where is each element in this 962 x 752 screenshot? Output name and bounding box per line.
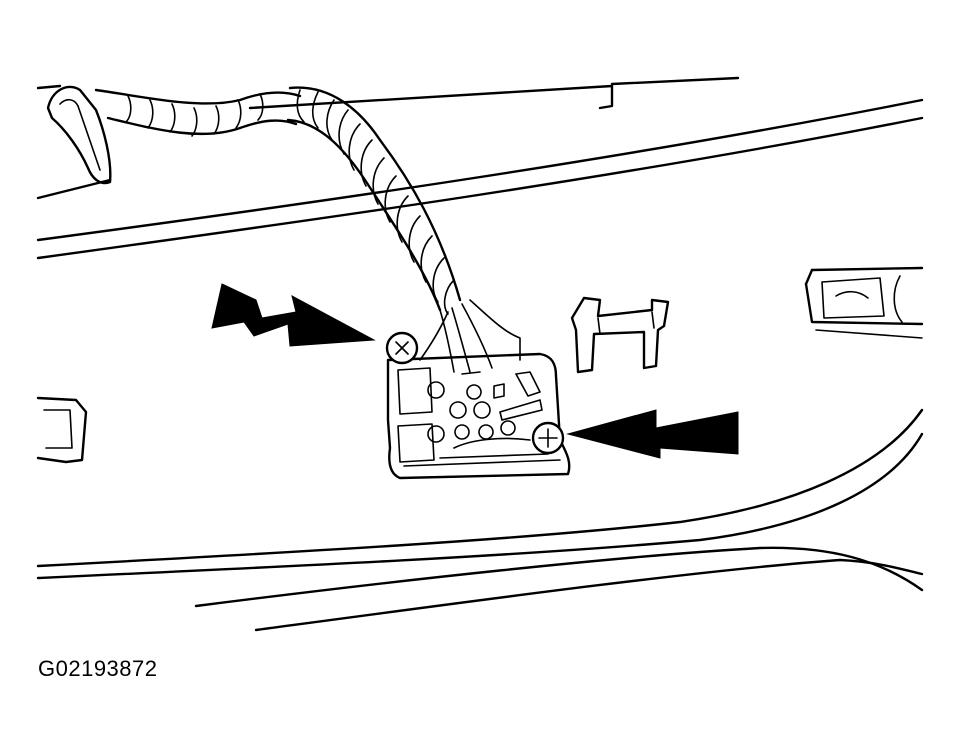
arrow-icon — [211, 283, 376, 347]
wiring-harness — [94, 86, 521, 373]
figure-code: G02193872 — [38, 656, 158, 681]
arrow-icon — [566, 409, 739, 459]
upper-screw-icon — [385, 331, 419, 365]
right-trim-clip — [804, 266, 924, 339]
electrical-connector — [386, 352, 571, 480]
retaining-clip — [570, 296, 670, 374]
upper-trim-edge — [36, 76, 924, 260]
left-trim-clip — [36, 396, 88, 464]
lower-trim-edge — [36, 408, 924, 632]
upper-left-bracket — [46, 85, 112, 185]
lower-screw-icon — [531, 421, 565, 455]
